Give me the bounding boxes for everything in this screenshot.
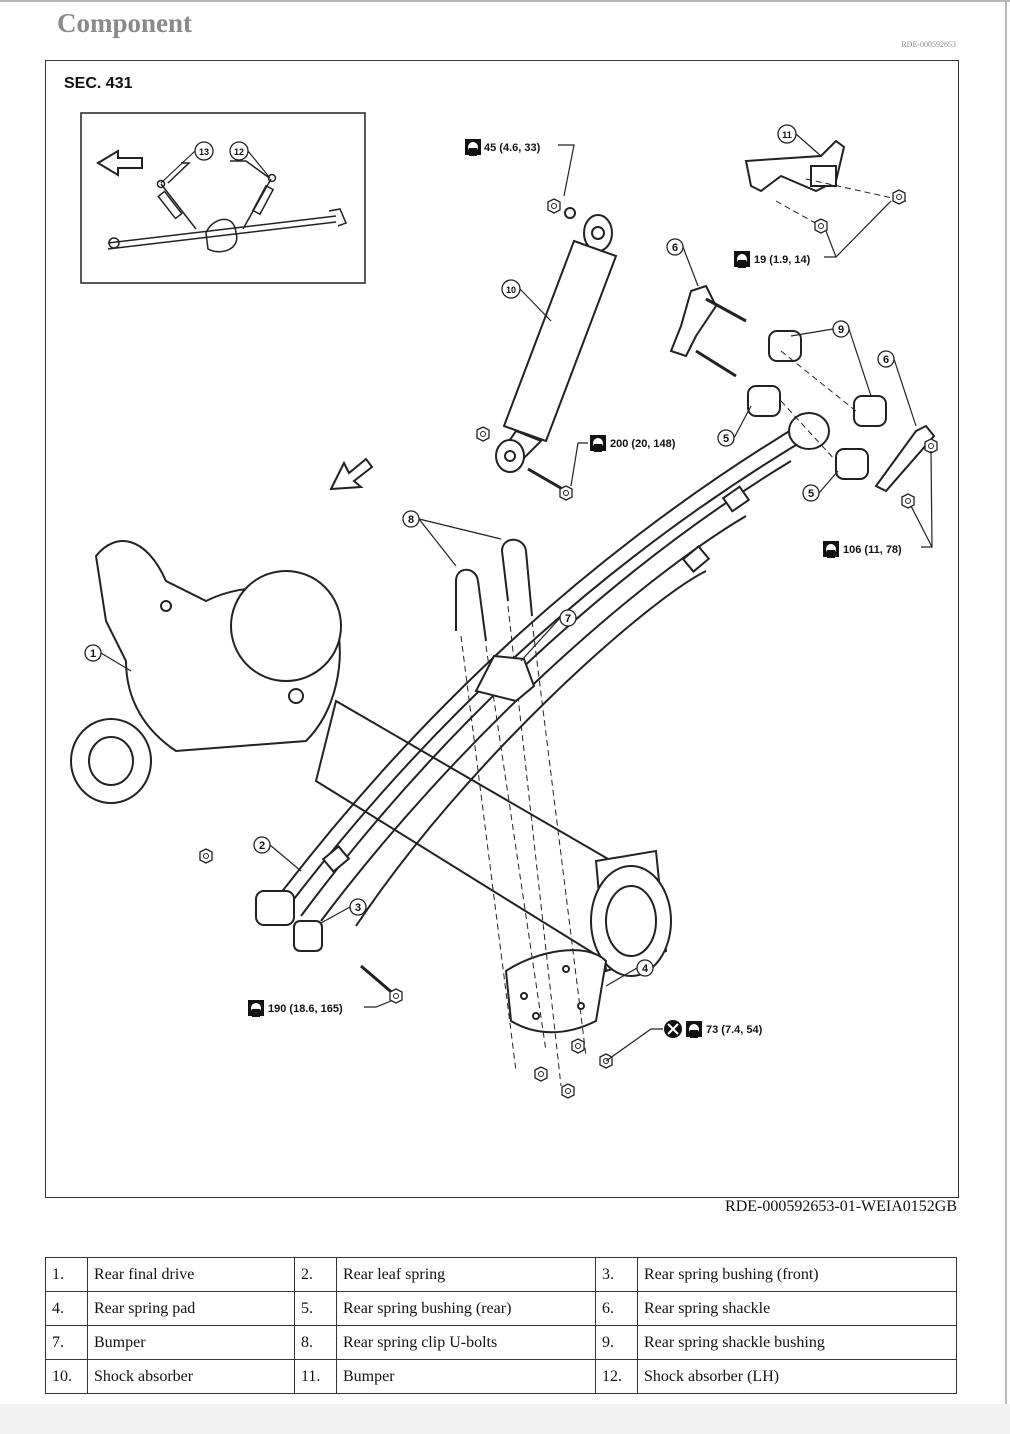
svg-text:4: 4: [642, 963, 649, 975]
svg-text:19 (1.9, 14): 19 (1.9, 14): [754, 254, 811, 266]
svg-text:3: 3: [355, 902, 361, 914]
component-figure: 1 2 3 4 5 5 6 6 7 8 9 10 11 12 13: [45, 60, 959, 1198]
part-number: 9.: [595, 1325, 638, 1360]
parts-legend-table: 1. Rear final drive 2. Rear leaf spring …: [45, 1257, 957, 1394]
callout-2: 2: [253, 836, 271, 854]
callout-12: 12: [229, 141, 249, 161]
svg-text:2: 2: [259, 840, 265, 852]
part-number: 8.: [294, 1325, 337, 1360]
svg-text:1: 1: [90, 648, 96, 660]
figure-caption: RDE-000592653-01-WEIA0152GB: [725, 1198, 957, 1215]
torque-73: 73 (7.4, 54): [605, 1020, 763, 1062]
part-number: 4.: [45, 1291, 88, 1326]
rear-spring-shackle: [669, 284, 938, 509]
svg-text:10: 10: [506, 285, 516, 295]
page-title: Component: [57, 8, 193, 38]
svg-text:106 (11, 78): 106 (11, 78): [843, 544, 902, 556]
table-row: 10. Shock absorber 11. Bumper 12. Shock …: [45, 1359, 957, 1394]
part-number: 11.: [294, 1359, 337, 1394]
callout-7: 7: [559, 609, 577, 627]
svg-text:6: 6: [883, 354, 889, 366]
bumper-7: [474, 654, 536, 703]
shock-absorber: [476, 198, 618, 501]
inset-box: [80, 112, 366, 284]
part-name: Rear spring shackle bushing: [637, 1325, 957, 1360]
front-direction-arrow-icon: [329, 457, 374, 491]
callout-5b: 5: [802, 484, 820, 502]
rear-spring-bushing-front: [255, 890, 295, 926]
torque-19: 19 (1.9, 14): [734, 200, 892, 268]
callout-4: 4: [636, 959, 654, 977]
rear-spring-bushing-rear: [747, 385, 781, 417]
table-row: 4. Rear spring pad 5. Rear spring bushin…: [45, 1291, 957, 1326]
bumper-11: [744, 139, 907, 234]
svg-text:73 (7.4, 54): 73 (7.4, 54): [706, 1024, 763, 1036]
svg-text:9: 9: [838, 324, 844, 336]
part-number: 6.: [595, 1291, 638, 1326]
rear-spring-shackle-bushing: [768, 330, 802, 362]
callout-6a: 6: [666, 238, 684, 256]
part-name: Rear final drive: [87, 1257, 295, 1292]
callout-10: 10: [501, 279, 521, 299]
table-row: 1. Rear final drive 2. Rear leaf spring …: [45, 1257, 957, 1292]
rear-spring-pad: [504, 949, 608, 1034]
callout-11: 11: [777, 124, 797, 144]
section-label: SEC. 431: [64, 75, 133, 92]
part-number: 3.: [595, 1257, 638, 1292]
torque-190: 190 (18.6, 165): [248, 1000, 392, 1017]
svg-text:45 (4.6, 33): 45 (4.6, 33): [484, 142, 541, 154]
part-number: 2.: [294, 1257, 337, 1292]
rear-leaf-spring: [270, 420, 817, 927]
svg-text:12: 12: [234, 147, 244, 157]
svg-text:5: 5: [808, 488, 814, 500]
callout-9: 9: [832, 320, 850, 338]
part-number: 10.: [45, 1359, 88, 1394]
part-number: 7.: [45, 1325, 88, 1360]
part-number: 5.: [294, 1291, 337, 1326]
part-name: Rear spring shackle: [637, 1291, 957, 1326]
torque-106: 106 (11, 78): [823, 450, 933, 558]
svg-text:5: 5: [723, 433, 729, 445]
footer-bar: [0, 1404, 1010, 1434]
document-code: RDE-000592653: [901, 40, 956, 49]
callout-5a: 5: [717, 429, 735, 447]
exploded-diagram: 1 2 3 4 5 5 6 6 7 8 9 10 11 12 13: [70, 112, 938, 1099]
page-border-right: [1005, 0, 1007, 1404]
torque-45: 45 (4.6, 33): [465, 139, 575, 197]
part-number: 1.: [45, 1257, 88, 1292]
part-name: Rear spring bushing (front): [637, 1257, 957, 1292]
part-name: Rear spring bushing (rear): [336, 1291, 596, 1326]
part-name: Shock absorber: [87, 1359, 295, 1394]
callout-8: 8: [402, 510, 420, 528]
svg-text:13: 13: [199, 147, 209, 157]
svg-text:6: 6: [672, 242, 678, 254]
part-name: Rear spring clip U-bolts: [336, 1325, 596, 1360]
page-border-top: [0, 0, 1010, 2]
svg-text:190 (18.6, 165): 190 (18.6, 165): [268, 1003, 343, 1015]
part-number: 12.: [595, 1359, 638, 1394]
callout-3: 3: [349, 898, 367, 916]
callout-1: 1: [84, 644, 102, 662]
part-name: Bumper: [336, 1359, 596, 1394]
part-name: Rear spring pad: [87, 1291, 295, 1326]
part-name: Shock absorber (LH): [637, 1359, 957, 1394]
svg-text:7: 7: [565, 613, 571, 625]
callout-13: 13: [194, 141, 214, 161]
table-row: 7. Bumper 8. Rear spring clip U-bolts 9.…: [45, 1325, 957, 1360]
rear-spring-clip-u-bolts: [455, 538, 587, 1087]
svg-text:200 (20, 148): 200 (20, 148): [610, 438, 676, 450]
svg-text:8: 8: [408, 514, 414, 526]
rear-final-drive: [70, 540, 672, 977]
torque-200: 200 (20, 148): [570, 435, 676, 487]
callout-6b: 6: [877, 350, 895, 368]
part-name: Rear leaf spring: [336, 1257, 596, 1292]
inset-arrow-icon: [96, 149, 143, 177]
svg-text:11: 11: [782, 130, 792, 140]
part-name: Bumper: [87, 1325, 295, 1360]
